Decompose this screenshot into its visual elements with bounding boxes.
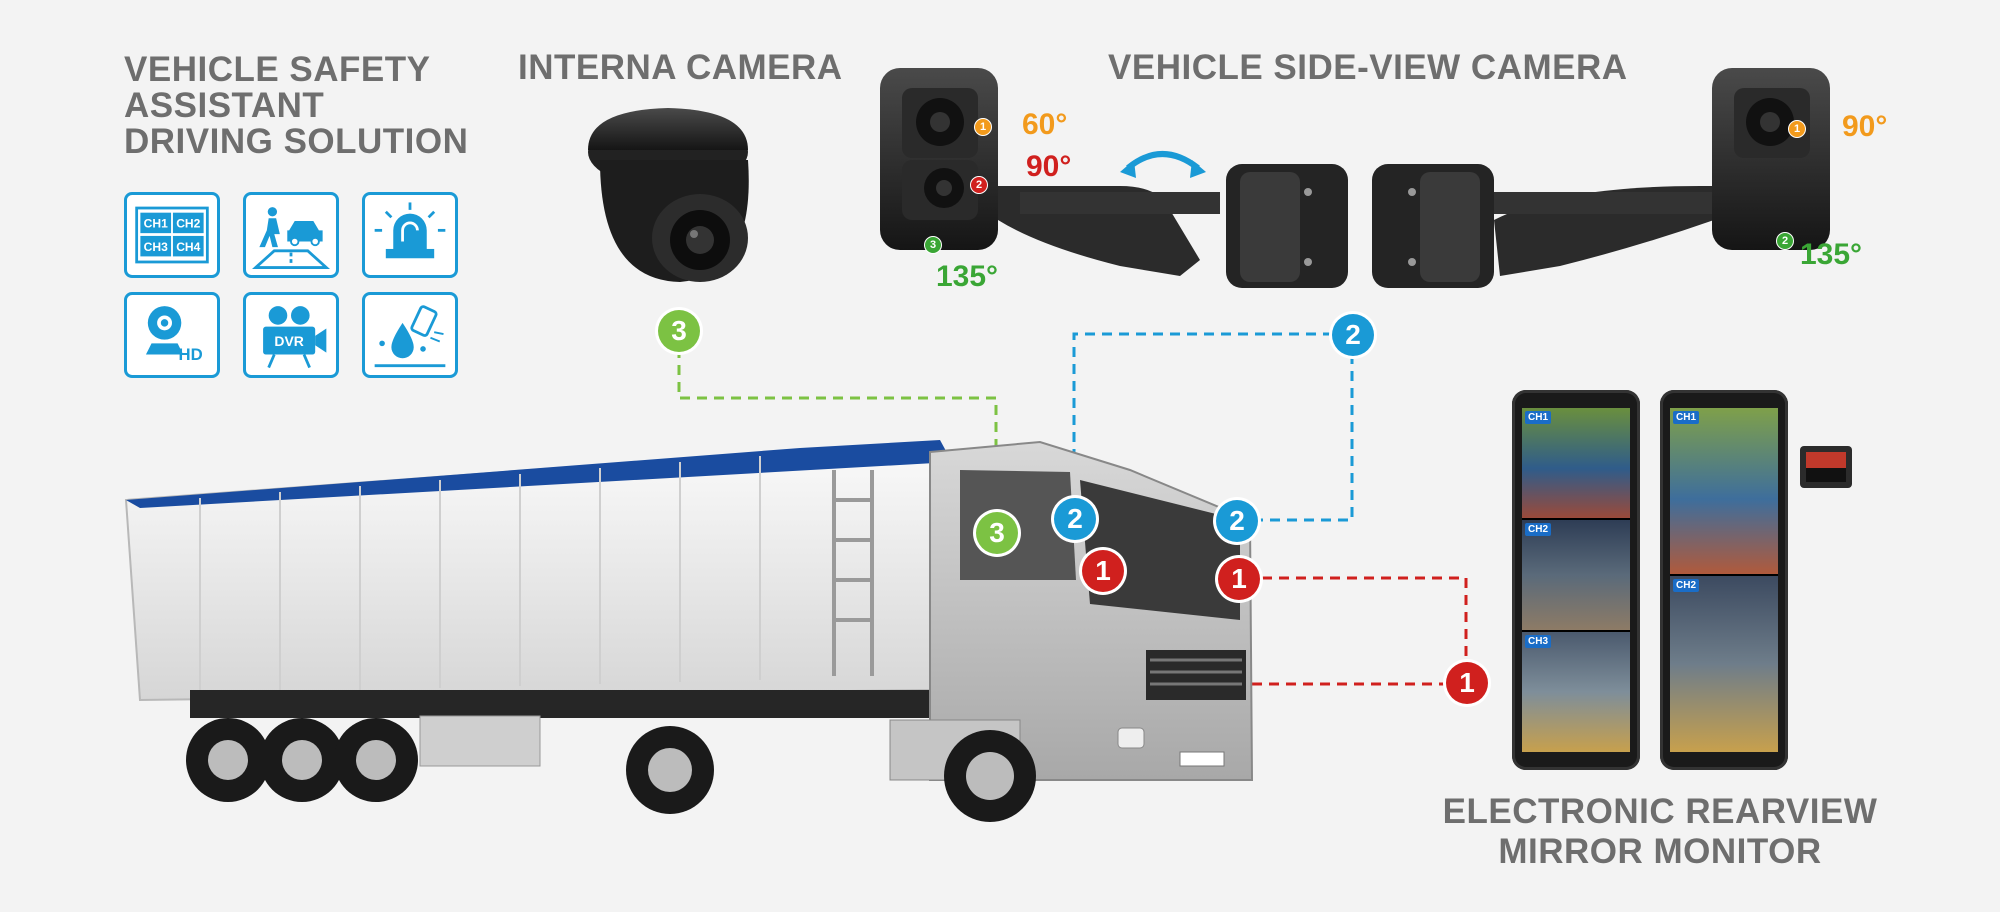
alarm-light-icon xyxy=(362,192,458,278)
left-feed-ch2: CH2 xyxy=(1522,520,1630,630)
right-lens-badge-2: 2 xyxy=(1776,232,1794,250)
camera-2-badge: 2 xyxy=(1332,314,1374,356)
truck-illustration xyxy=(124,440,1254,822)
right-feed-ch1: CH1 xyxy=(1670,408,1778,574)
left-feed-ch2-label: CH2 xyxy=(1525,523,1552,536)
title-line-2: ASSISTANT xyxy=(124,86,325,125)
left-feed-ch1-label: CH1 xyxy=(1525,411,1552,424)
left-feed-ch1: CH1 xyxy=(1522,408,1630,518)
right-feed-ch2: CH2 xyxy=(1670,576,1778,752)
ch4-label: CH4 xyxy=(176,240,200,254)
dvr-recorder-icon: DVR xyxy=(243,292,339,378)
right-lens-badge-1: 1 xyxy=(1788,120,1806,138)
sd-card-icon xyxy=(1800,446,1852,488)
camera-1-badge: 1 xyxy=(1446,662,1488,704)
hd-label: HD xyxy=(179,345,203,364)
left-camera-angle-mid: 90° xyxy=(1026,150,1072,183)
title-line-3: DRIVING SOLUTION xyxy=(124,122,469,161)
waterproof-shockproof-icon xyxy=(362,292,458,378)
left-camera-angle-bottom: 135° xyxy=(936,260,999,293)
right-feed-ch2-label: CH2 xyxy=(1673,579,1700,592)
pedestrian-detection-icon xyxy=(243,192,339,278)
ch2-label: CH2 xyxy=(176,217,200,231)
ch1-label: CH1 xyxy=(144,217,168,231)
ch3-label: CH3 xyxy=(144,240,168,254)
right-feed-ch1-label: CH1 xyxy=(1673,411,1700,424)
mirror-monitor-right-screen: CH1 CH2 xyxy=(1670,408,1778,752)
red-connector-line-side xyxy=(1262,576,1468,666)
right-camera-angle-bottom: 135° xyxy=(1800,238,1863,271)
hd-camera-icon: HD xyxy=(124,292,220,378)
left-feed-ch3-label: CH3 xyxy=(1525,635,1552,648)
dome-camera xyxy=(588,108,749,282)
right-side-view-camera xyxy=(1372,68,1830,288)
mirror-monitor-title: ELECTRONIC REARVIEW MIRROR MONITOR xyxy=(1440,792,1880,872)
camera-3-badge: 3 xyxy=(658,310,700,352)
side-view-camera-title: VEHICLE SIDE-VIEW CAMERA xyxy=(1108,48,1628,87)
cab-right-camera-2-badge: 2 xyxy=(1216,500,1258,542)
mirror-title-line-1: ELECTRONIC REARVIEW xyxy=(1442,792,1878,831)
cab-left-camera-1-badge: 1 xyxy=(1082,550,1124,592)
title-line-1: VEHICLE SAFETY xyxy=(124,50,431,89)
mirror-monitor-left-screen: CH1 CH2 CH3 xyxy=(1522,408,1630,752)
mirror-monitor-right: CH1 CH2 xyxy=(1660,390,1788,770)
four-channel-icon: CH1 CH2 CH3 CH4 xyxy=(124,192,220,278)
left-feed-ch3: CH3 xyxy=(1522,632,1630,752)
cab-camera-3-badge: 3 xyxy=(976,512,1018,554)
left-camera-angle-top: 60° xyxy=(1022,108,1068,141)
cab-left-camera-2-badge: 2 xyxy=(1054,498,1096,540)
cab-right-camera-1-badge: 1 xyxy=(1218,558,1260,600)
dvr-label: DVR xyxy=(274,333,303,349)
page-title: VEHICLE SAFETY ASSISTANT DRIVING SOLUTIO… xyxy=(124,52,468,160)
interna-camera-title: INTERNA CAMERA xyxy=(518,48,843,87)
left-side-view-camera xyxy=(880,68,1348,288)
left-lens-badge-2: 2 xyxy=(970,176,988,194)
blue-connector-line-top xyxy=(1072,332,1352,493)
left-lens-badge-1: 1 xyxy=(974,118,992,136)
mirror-monitor-left: CH1 CH2 CH3 xyxy=(1512,390,1640,770)
left-lens-badge-3: 3 xyxy=(924,236,942,254)
right-camera-angle-top: 90° xyxy=(1842,110,1888,143)
mirror-title-line-2: MIRROR MONITOR xyxy=(1498,832,1822,871)
blue-connector-line-side xyxy=(1256,354,1354,522)
